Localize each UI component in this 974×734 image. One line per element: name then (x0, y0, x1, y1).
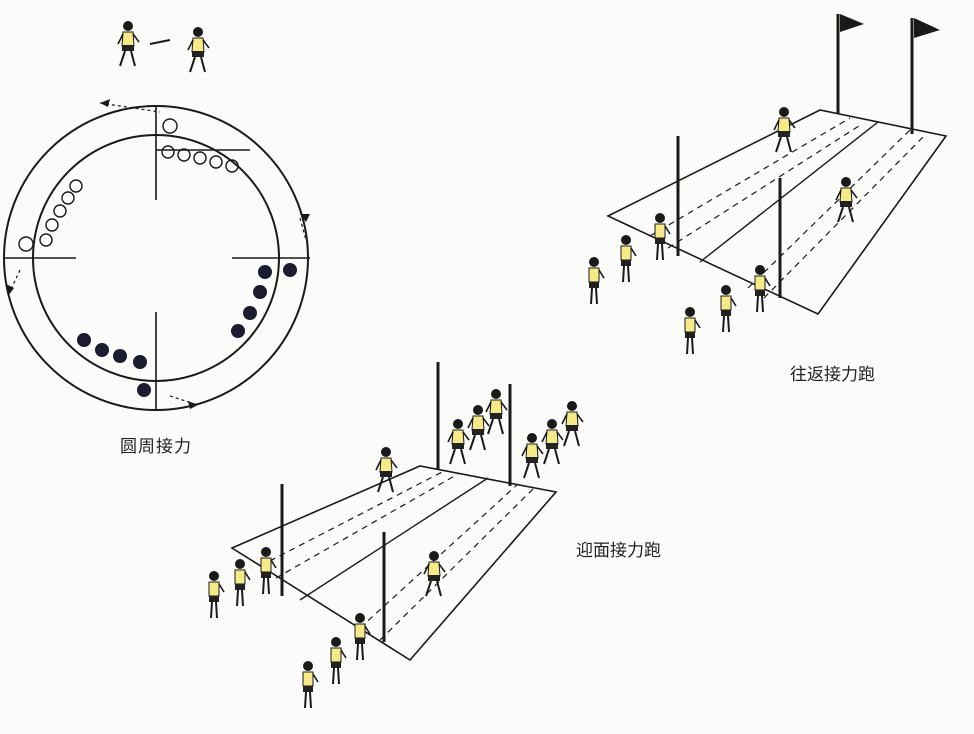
runner-figure (521, 432, 544, 479)
runner-figure (354, 612, 371, 661)
runner-figure (234, 558, 251, 607)
team-markers-filled (77, 263, 297, 397)
runner-figure (260, 546, 277, 595)
shuttle-relay-diagram (588, 14, 948, 355)
runner-figure (117, 20, 140, 67)
runner-figure (541, 418, 564, 465)
team-markers-outline (18, 118, 239, 252)
runner-figure (561, 400, 584, 447)
runner-figure (208, 570, 225, 619)
track-outline (230, 465, 558, 662)
runner-figure (720, 284, 737, 333)
runner-figure (187, 26, 210, 73)
runner-figure (447, 418, 470, 465)
caption-face-to-face-relay: 迎面接力跑 (576, 541, 661, 561)
caption-circle-relay: 圆周接力 (120, 437, 192, 457)
runner-figure (485, 388, 508, 435)
poles (280, 362, 512, 642)
runner-figure (375, 446, 398, 493)
runner-figure (773, 106, 796, 153)
runner-figure (684, 306, 701, 355)
runner-figure (588, 256, 605, 305)
baton-icon (149, 39, 171, 45)
runner-figure (330, 636, 347, 685)
lane-dashes (259, 469, 535, 641)
track-outline (606, 109, 948, 316)
lane-dashes (649, 117, 927, 299)
exchange-lines (4, 106, 310, 410)
runner-figure (302, 660, 319, 709)
poles (676, 136, 782, 298)
face-to-face-relay-diagram (208, 362, 584, 709)
flag-icon (836, 14, 864, 114)
runner-figure (423, 550, 446, 597)
flag-icon (910, 18, 940, 134)
runner-figure (620, 234, 637, 283)
circle-relay-diagram (3, 20, 310, 411)
caption-shuttle-relay: 往返接力跑 (790, 365, 875, 385)
runner-figure (654, 212, 671, 261)
runner-figure (835, 176, 858, 223)
runner-figure (754, 264, 771, 313)
